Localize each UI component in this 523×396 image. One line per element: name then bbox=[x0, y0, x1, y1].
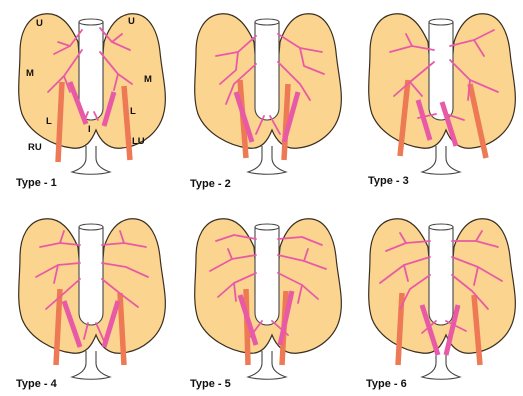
lower-vessel bbox=[72, 351, 110, 379]
thyroid-panel-type-2 bbox=[195, 14, 342, 174]
trachea-opening bbox=[429, 224, 453, 230]
trachea bbox=[255, 22, 279, 120]
lower-vessel bbox=[422, 351, 460, 379]
thyroid-panel-type-3 bbox=[369, 14, 516, 174]
lower-vessel bbox=[422, 146, 460, 174]
label-middle-left: M bbox=[26, 68, 34, 79]
label-middle-right: M bbox=[144, 74, 152, 85]
thyroid-panel-type-6 bbox=[369, 219, 516, 379]
caption-type-4: Type - 4 bbox=[16, 378, 58, 390]
label-lower-left: L bbox=[46, 116, 52, 127]
trachea bbox=[79, 22, 103, 120]
trachea-opening bbox=[255, 19, 279, 25]
label-upper-right: U bbox=[128, 16, 135, 27]
trachea bbox=[429, 227, 453, 325]
thyroid-panel-type-5 bbox=[195, 219, 342, 379]
thyroid-panel-type-4 bbox=[19, 219, 166, 379]
caption-type-5: Type - 5 bbox=[190, 378, 231, 390]
trachea bbox=[79, 227, 103, 325]
trachea bbox=[255, 227, 279, 325]
label-lower-right: L bbox=[130, 106, 136, 117]
label-upper-left: U bbox=[36, 18, 43, 29]
caption-type-1: Type - 1 bbox=[16, 177, 57, 189]
trachea-opening bbox=[429, 19, 453, 25]
trachea-opening bbox=[255, 224, 279, 230]
label-right-nerve: RU bbox=[28, 142, 42, 153]
label-left-nerve: LU bbox=[132, 136, 145, 147]
caption-type-6: Type - 6 bbox=[366, 378, 407, 390]
trachea-opening bbox=[79, 19, 103, 25]
lower-vessel bbox=[72, 146, 110, 174]
label-inferior: I bbox=[88, 124, 91, 135]
caption-type-2: Type - 2 bbox=[190, 178, 231, 190]
lower-vessel bbox=[248, 146, 286, 174]
caption-type-3: Type - 3 bbox=[368, 175, 409, 187]
trachea-opening bbox=[79, 224, 103, 230]
